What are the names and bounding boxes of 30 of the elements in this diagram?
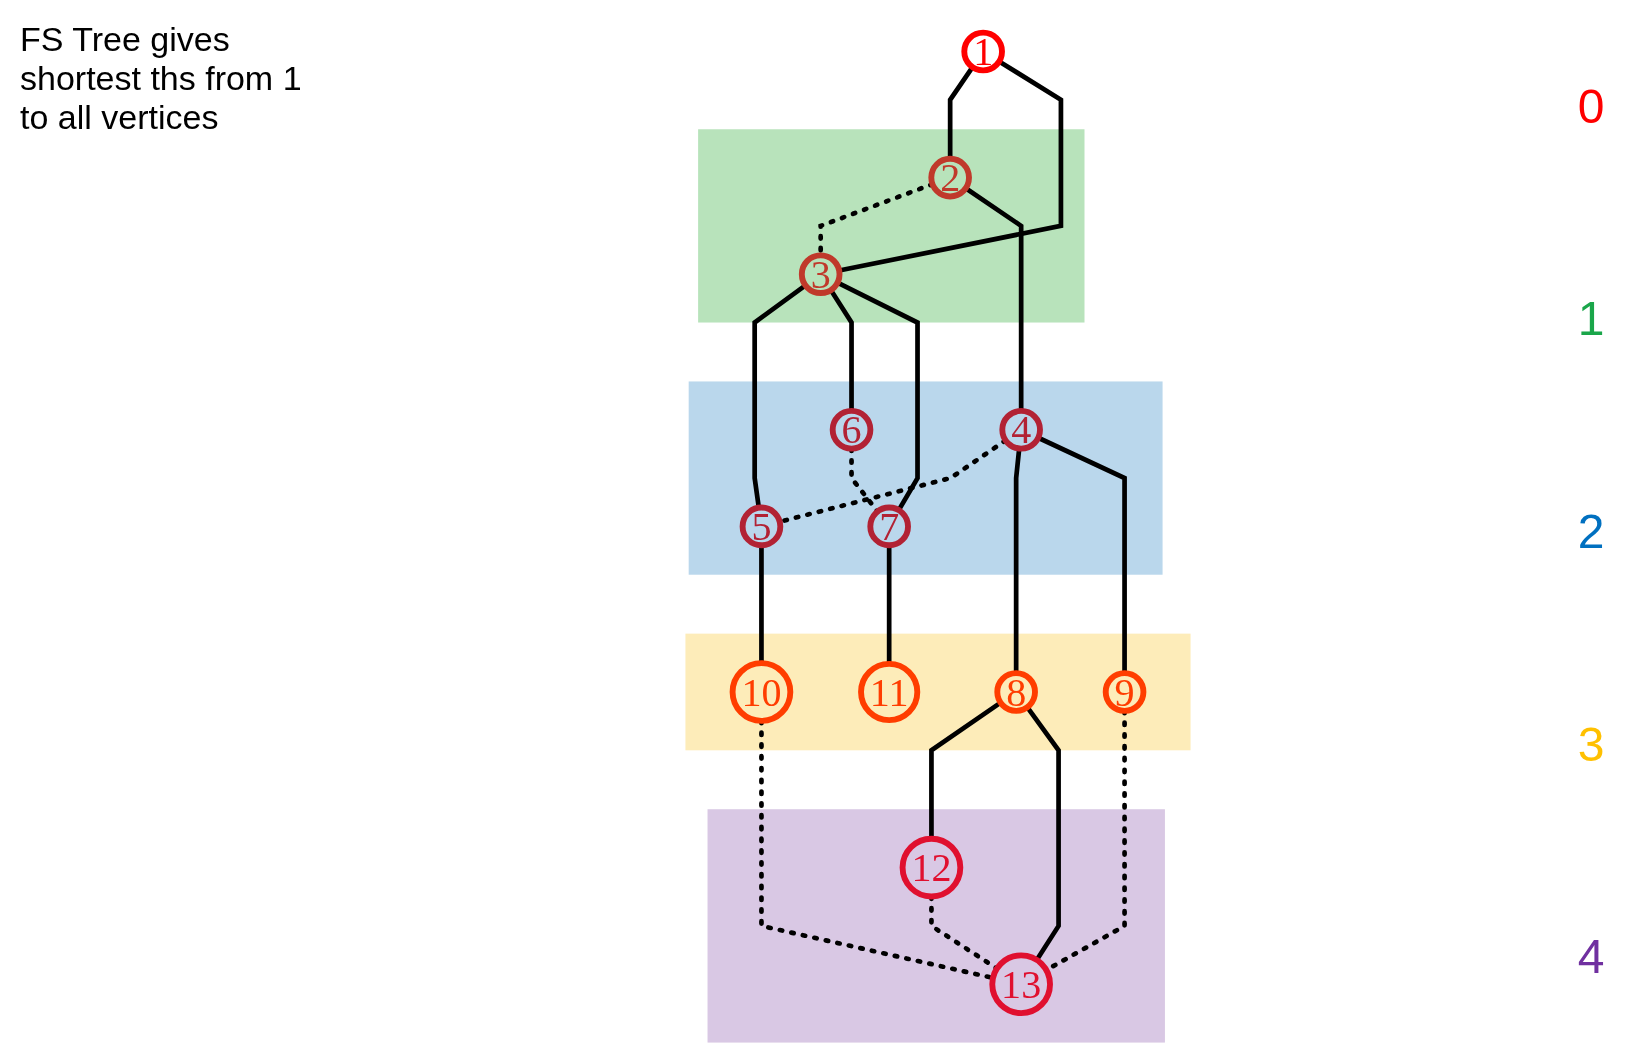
connector	[929, 700, 1002, 839]
connector	[836, 280, 920, 511]
node-circle: 1	[961, 29, 1005, 73]
level-number: 4	[1577, 929, 1605, 985]
node-circle: 11	[858, 660, 921, 723]
cluster	[688, 380, 1163, 575]
node-circle: 2	[928, 155, 972, 199]
connector	[947, 65, 975, 159]
connector	[964, 185, 1024, 411]
node-circle: 9	[1102, 669, 1147, 714]
node-circle: 13	[989, 951, 1053, 1016]
level-number: 3	[1577, 716, 1605, 772]
node-circle: 8	[994, 669, 1038, 714]
node-circle: 5	[739, 504, 784, 548]
node-circle: 10	[729, 659, 794, 724]
connector	[1025, 705, 1061, 961]
connector	[1037, 435, 1127, 673]
cluster	[698, 128, 1085, 323]
cluster	[685, 633, 1191, 750]
note-text: FS Tree gives shortest ths from 1 to all vertices	[20, 20, 303, 137]
node-circle: 7	[867, 504, 911, 548]
level-number: 1	[1577, 291, 1605, 347]
connector	[752, 282, 807, 508]
node-circle: 3	[798, 251, 843, 296]
level-number: 2	[1577, 504, 1605, 559]
node-circle: 4	[999, 407, 1043, 452]
level-number: 0	[1577, 78, 1605, 134]
node-circle: 6	[829, 407, 874, 452]
cluster	[707, 808, 1165, 1043]
node-circle: 12	[899, 835, 964, 899]
